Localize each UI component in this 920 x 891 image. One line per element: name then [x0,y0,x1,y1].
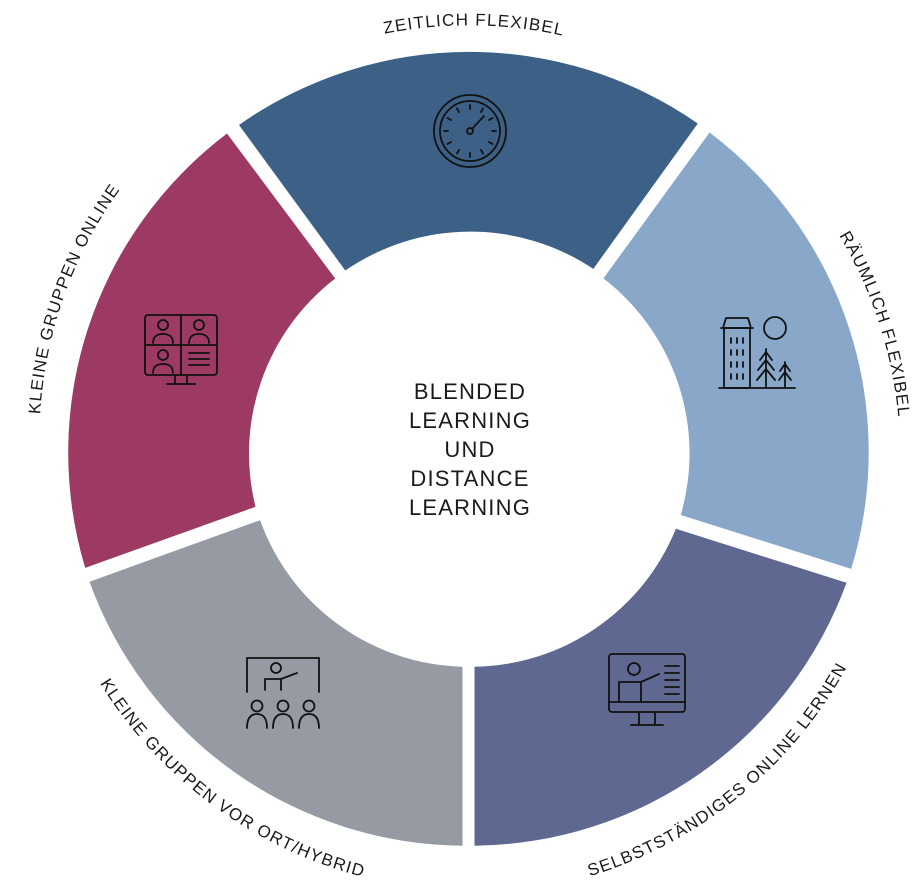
center-line-1: BLENDED [414,379,526,404]
center-line-4: DISTANCE [410,466,529,491]
center-line-5: LEARNING [409,495,531,520]
building-trees-icon [718,316,796,389]
classroom-icon [246,657,320,729]
center-line-3: UND [444,437,495,462]
segments-layer [68,51,869,846]
center-line-2: LEARNING [409,408,531,433]
video-conference-icon [144,314,218,385]
clock-icon [433,94,507,168]
label-zeitlich-flexibel: ZEITLICH FLEXIBEL [382,10,567,39]
segment-raeumlich-flexibel[interactable] [603,132,869,569]
center-title: BLENDED LEARNING UND DISTANCE LEARNING [409,379,531,520]
segment-kleine-gruppen-online[interactable] [68,133,336,568]
segment-kleine-gruppen-vor-ort[interactable] [89,520,463,846]
segment-selbststaendiges-online-lernen[interactable] [474,528,847,846]
monitor-presenter-icon [608,653,686,726]
